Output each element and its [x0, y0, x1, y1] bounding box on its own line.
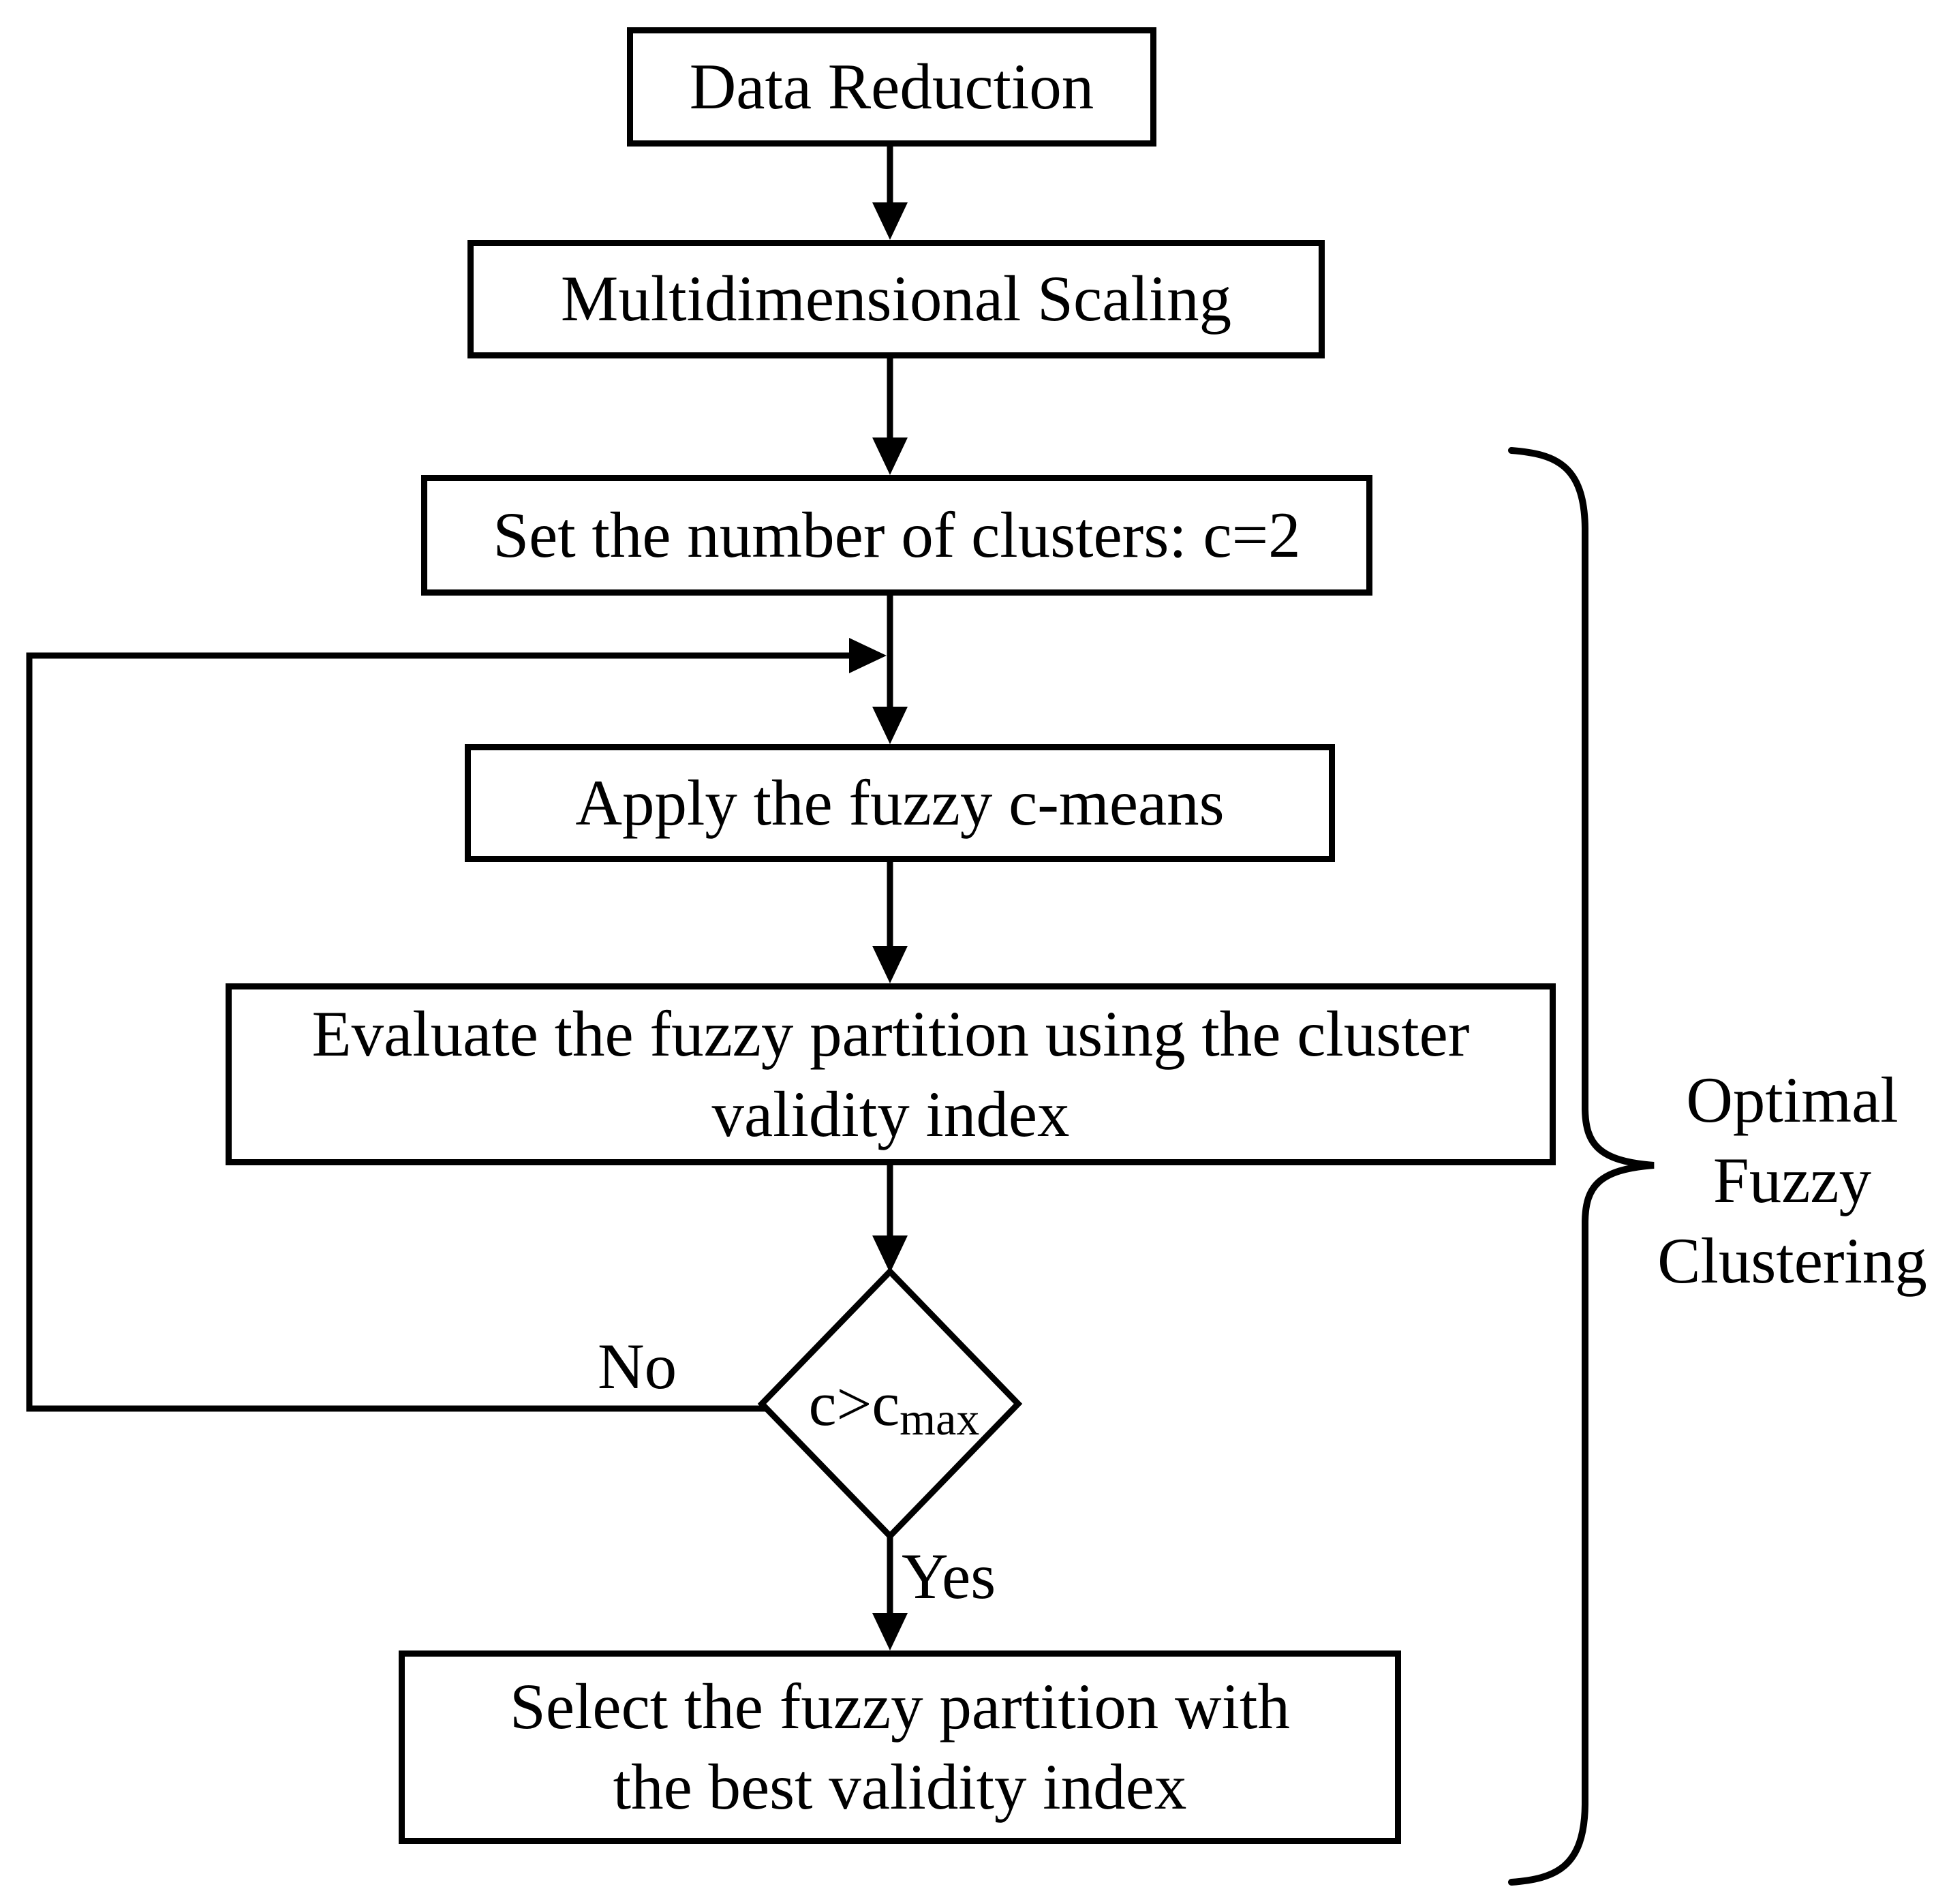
- node-data-reduction: Data Reduction: [627, 27, 1156, 147]
- curly-brace: [1508, 447, 1655, 1886]
- node-evaluate-fuzzy-partition-label-line1: Evaluate the fuzzy partition using the c…: [311, 997, 1470, 1070]
- node-data-reduction-label: Data Reduction: [689, 50, 1094, 123]
- node-multidimensional-scaling-label: Multidimensional Scaling: [560, 262, 1232, 335]
- brace-annotation-line2: Fuzzy: [1712, 1143, 1872, 1216]
- decision-condition-main: c>c: [808, 1369, 900, 1439]
- decision-condition-subscript: max: [900, 1392, 980, 1445]
- node-select-fuzzy-partition: Select the fuzzy partition with the best…: [399, 1650, 1401, 1844]
- node-set-number-of-clusters: Set the number of clusters: c=2: [421, 475, 1372, 596]
- brace-annotation-line1: Optimal: [1686, 1064, 1899, 1136]
- arrowhead-to-evaluate: [872, 946, 908, 983]
- loop-back-line-no-branch: [26, 652, 850, 1412]
- arrowhead-to-mds: [872, 202, 908, 240]
- node-apply-fuzzy-c-means-label: Apply the fuzzy c-means: [575, 766, 1225, 839]
- node-select-fuzzy-partition-label-line2: the best validity index: [613, 1751, 1187, 1823]
- brace-annotation-line3: Clustering: [1657, 1224, 1927, 1297]
- node-set-number-of-clusters-label: Set the number of clusters: c=2: [493, 498, 1301, 571]
- decision-condition-text: c>cmax: [808, 1368, 980, 1445]
- edge-label-no: No: [598, 1330, 677, 1402]
- edge-label-yes: Yes: [902, 1540, 996, 1612]
- node-apply-fuzzy-c-means: Apply the fuzzy c-means: [465, 744, 1335, 862]
- decision-condition: c>cmax: [762, 1272, 1026, 1536]
- arrowhead-to-decision: [872, 1235, 908, 1273]
- arrowhead-to-apply: [872, 707, 908, 744]
- node-multidimensional-scaling: Multidimensional Scaling: [467, 240, 1325, 358]
- arrowhead-loop-back: [849, 638, 887, 673]
- arrowhead-to-set-clusters: [872, 437, 908, 475]
- node-evaluate-fuzzy-partition-label-line2: validity index: [711, 1077, 1070, 1150]
- brace-annotation: Optimal Fuzzy Clustering: [1632, 1060, 1951, 1301]
- node-select-fuzzy-partition-label-line1: Select the fuzzy partition with: [510, 1670, 1290, 1743]
- node-evaluate-fuzzy-partition: Evaluate the fuzzy partition using the c…: [226, 983, 1556, 1165]
- arrowhead-to-select: [872, 1613, 908, 1650]
- decision-diamond: [757, 1267, 1023, 1541]
